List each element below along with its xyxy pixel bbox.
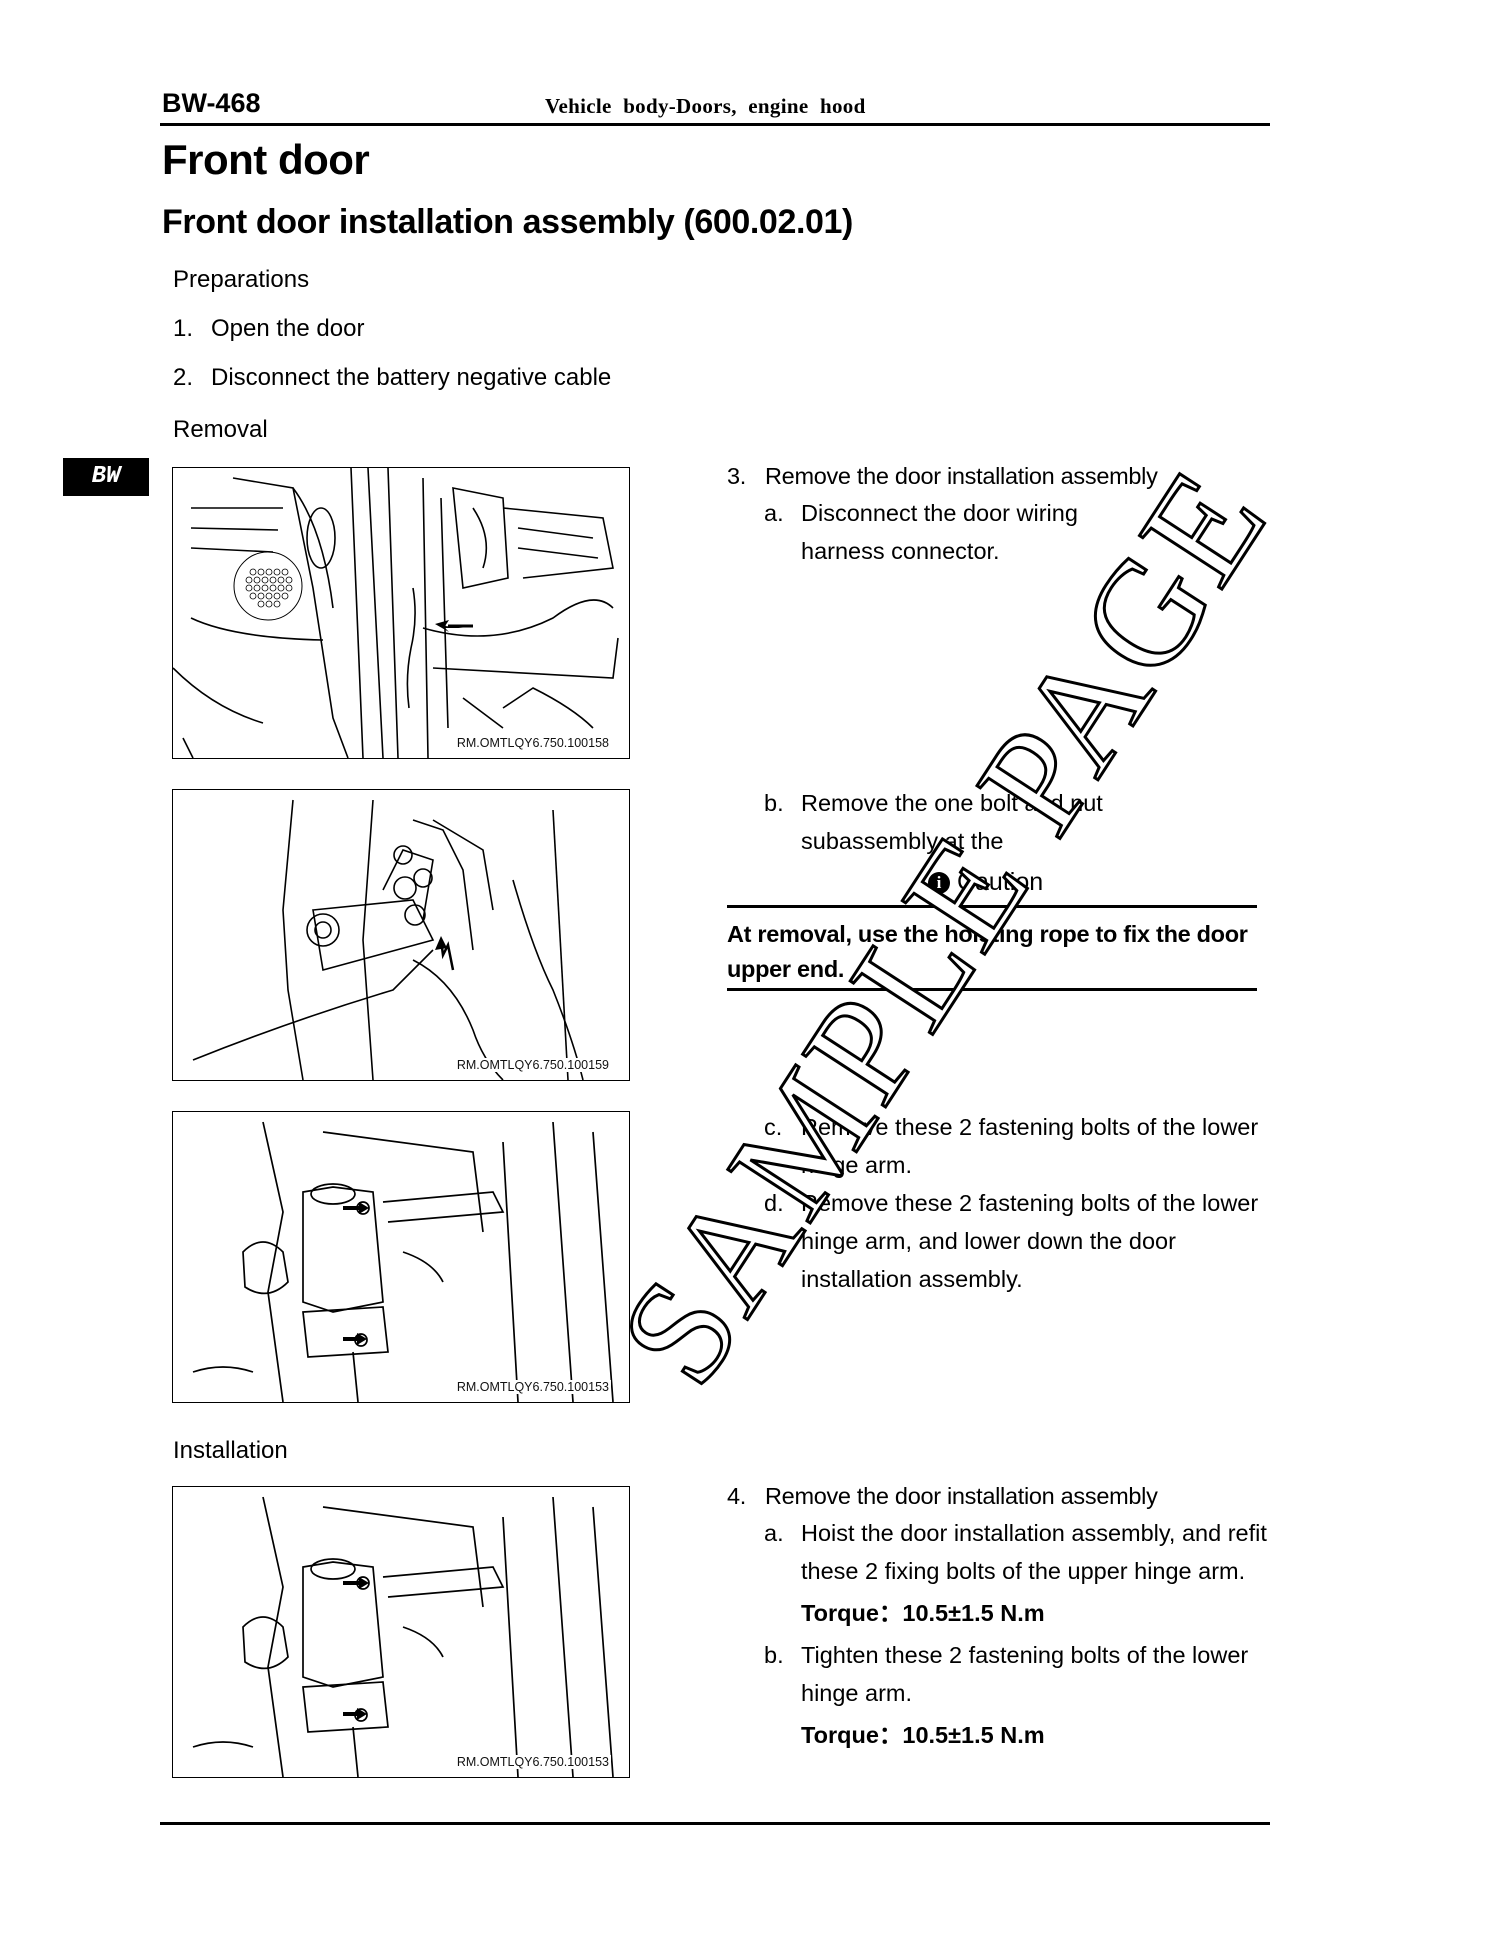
- installation-item-a-text: Hoist the door installation assembly, an…: [801, 1520, 1267, 1584]
- caution-bottom-rule: [727, 988, 1257, 991]
- page-code: BW-468: [162, 88, 261, 118]
- removal-item-d: d. Remove these 2 fastening bolts of the …: [727, 1184, 1271, 1298]
- removal-item-a: a. Disconnect the door wiring harness con…: [727, 494, 1151, 570]
- installation-heading: Installation: [173, 1437, 288, 1464]
- figure-4-code: RM.OMTLQY6.750.100153: [454, 1755, 611, 1769]
- removal-step-title: Remove the door installation assembly: [765, 463, 1158, 489]
- installation-step-heading: 4. Remove the door installation assembly: [727, 1483, 1287, 1510]
- removal-item-b-wrap: b. Remove the one bolt and nut subassembl…: [727, 784, 1287, 860]
- removal-step-heading: 3. Remove the door installation assembly: [727, 463, 1287, 490]
- door-check-illustration: [192, 799, 584, 1080]
- footer-rule: [160, 1822, 1270, 1825]
- installation-item-b-text: Tighten these 2 fastening bolts of the l…: [801, 1642, 1249, 1706]
- page-title: Front door: [162, 136, 370, 183]
- installation-step-num: 4.: [727, 1483, 746, 1509]
- installation-step: 4.Remove the door installation assembly …: [727, 1483, 1287, 1754]
- removal-item-d-text: Remove these 2 fastening bolts of the lo…: [801, 1190, 1259, 1292]
- removal-item-b: b. Remove the one bolt and nut subassembl…: [727, 784, 1116, 860]
- prep-step-1: 1. Open the door: [173, 315, 364, 343]
- removal-item-c-text: Remove these 2 fastening bolts of the lo…: [801, 1114, 1259, 1178]
- removal-step: 3.Remove the door installation assembly …: [727, 463, 1287, 570]
- installation-item-b: b. Tighten these 2 fastening bolts of the…: [727, 1636, 1271, 1712]
- prep-step-2-num: 2.: [173, 364, 194, 391]
- caution-text: At removal, use the hoisting rope to fix…: [727, 921, 1248, 982]
- prep-step-2-text: Disconnect the battery negative cable: [211, 364, 612, 391]
- prep-step-1-num: 1.: [173, 315, 194, 342]
- info-icon: i: [928, 872, 950, 894]
- figure-door-check: RM.OMTLQY6.750.100159: [172, 789, 630, 1081]
- preparations-heading: Preparations: [173, 266, 310, 293]
- figure-2-code: RM.OMTLQY6.750.100159: [454, 1058, 611, 1072]
- caution-heading: i Caution: [928, 868, 1043, 897]
- removal-step-num: 3.: [727, 463, 746, 489]
- figure-3-code: RM.OMTLQY6.750.100153: [454, 1380, 611, 1394]
- page-subtitle: Front door installation assembly (600.02…: [162, 203, 853, 241]
- removal-heading: Removal: [173, 416, 268, 443]
- removal-item-b-text: Remove the one bolt and nut subassembly …: [801, 790, 1103, 854]
- header-rule: [160, 123, 1270, 126]
- hinge-illustration-1: [192, 1121, 614, 1402]
- caution-top-rule: [727, 905, 1257, 908]
- installation-item-a-letter: a.: [764, 1520, 784, 1546]
- removal-items-cd: c. Remove these 2 fastening bolts of the …: [727, 1108, 1287, 1298]
- removal-item-a-text: Disconnect the door wiring harness conne…: [801, 500, 1078, 564]
- removal-item-d-letter: d.: [764, 1190, 784, 1216]
- section-title: Vehicle body-Doors, engine hood: [545, 94, 866, 118]
- removal-item-c: c. Remove these 2 fastening bolts of the …: [727, 1108, 1271, 1184]
- figure-upper-hinge-install: RM.OMTLQY6.750.100153: [172, 1486, 630, 1778]
- installation-item-b-torque: Torque：10.5±1.5 N.m: [801, 1722, 1045, 1748]
- prep-step-2: 2. Disconnect the battery negative cable: [173, 364, 611, 392]
- prep-step-1-text: Open the door: [211, 315, 365, 342]
- removal-item-a-letter: a.: [764, 500, 784, 526]
- caution-label: Caution: [956, 868, 1044, 896]
- installation-item-a: a. Hoist the door installation assembly, …: [727, 1514, 1291, 1590]
- removal-item-c-letter: c.: [764, 1114, 783, 1140]
- installation-item-a-torque: Torque：10.5±1.5 N.m: [801, 1600, 1045, 1626]
- hinge-illustration-2: [192, 1496, 614, 1777]
- figure-1-code: RM.OMTLQY6.750.100158: [454, 736, 611, 750]
- figure-wiring-harness: RM.OMTLQY6.750.100158: [172, 467, 630, 759]
- section-tab: BW: [63, 458, 149, 496]
- installation-item-b-letter: b.: [764, 1642, 784, 1668]
- figure-lower-hinge-removal: RM.OMTLQY6.750.100153: [172, 1111, 630, 1403]
- door-wiring-illustration: [173, 468, 619, 758]
- removal-item-b-letter: b.: [764, 790, 784, 816]
- installation-step-title: Remove the door installation assembly: [765, 1483, 1158, 1509]
